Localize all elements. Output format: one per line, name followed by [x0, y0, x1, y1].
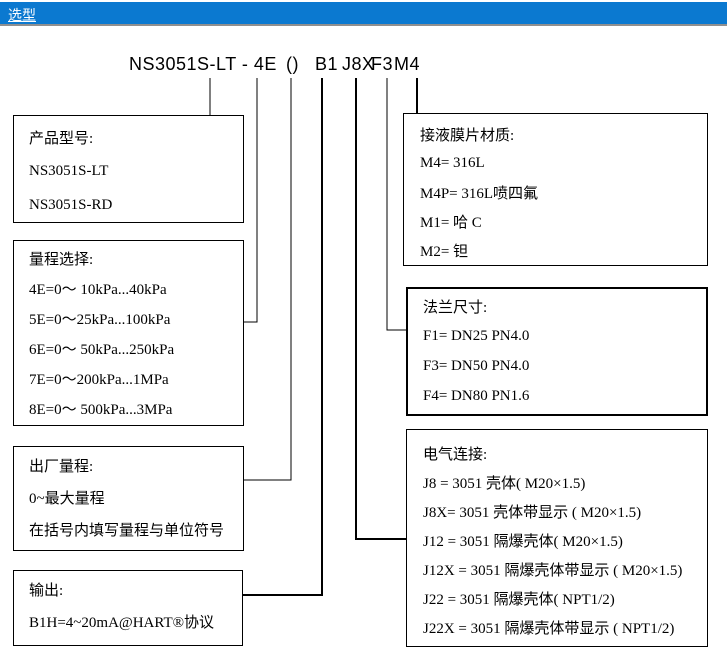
- box-product-model-line: NS3051S-LT: [29, 162, 109, 179]
- box-range-selection-line: 8E=0～ 500kPa...3MPa: [29, 401, 173, 418]
- box-electrical-connection-title: 电气连接:: [423, 447, 488, 463]
- box-product-model: 产品型号: NS3051S-LT NS3051S-RD: [13, 115, 244, 223]
- box-factory-range-line: 在括号内填写量程与单位符号: [29, 522, 225, 539]
- box-diaphragm-material-title: 接液膜片材质:: [420, 128, 515, 144]
- box-range-selection-line: 6E=0～ 50kPa...250kPa: [29, 341, 175, 358]
- box-diaphragm-material-line: M1= 哈 C: [420, 215, 482, 231]
- box-flange-size-title: 法兰尺寸:: [423, 299, 488, 316]
- box-range-selection: 量程选择: 4E=0～ 10kPa...40kPa 5E=0～25kPa...1…: [13, 240, 244, 426]
- box-product-model-line: NS3051S-RD: [29, 196, 113, 213]
- box-range-selection-line: 5E=0～25kPa...100kPa: [29, 311, 171, 328]
- box-electrical-connection-line: J12X = 3051 隔爆壳体带显示 ( M20×1.5): [423, 563, 683, 579]
- box-electrical-connection-line: J8X= 3051 壳体带显示 ( M20×1.5): [423, 505, 642, 521]
- box-range-selection-line: 7E=0～200kPa...1MPa: [29, 371, 169, 388]
- box-diaphragm-material: 接液膜片材质: M4= 316L M4P= 316L喷四氟 M1= 哈 C M2…: [403, 113, 708, 266]
- box-diaphragm-material-line: M2= 钽: [420, 244, 469, 260]
- section-title[interactable]: 选型: [8, 7, 36, 23]
- box-electrical-connection-line: J22 = 3051 隔爆壳体( NPT1/2): [423, 592, 615, 608]
- box-factory-range-line: 0~最大量程: [29, 490, 105, 507]
- box-factory-range-title: 出厂量程:: [29, 458, 94, 475]
- header-bar: 选型: [0, 2, 727, 26]
- model-code-flange: F3: [371, 54, 394, 74]
- model-code-base: NS3051S-LT - 4E: [129, 54, 277, 74]
- model-code-bracket: (): [286, 54, 299, 74]
- box-diaphragm-material-line: M4= 316L: [420, 155, 485, 171]
- box-range-selection-title: 量程选择:: [29, 251, 94, 268]
- leader-output: [243, 78, 323, 596]
- box-output-line: B1H=4~20mA@HART®协议: [29, 614, 215, 631]
- box-product-model-title: 产品型号:: [29, 130, 94, 147]
- box-diaphragm-material-line: M4P= 316L喷四氟: [420, 186, 539, 202]
- box-electrical-connection-line: J12 = 3051 隔爆壳体( M20×1.5): [423, 534, 623, 550]
- box-factory-range: 出厂量程: 0~最大量程 在括号内填写量程与单位符号: [13, 446, 244, 551]
- box-electrical-connection-line: J22X = 3051 隔爆壳体带显示 ( NPT1/2): [423, 621, 675, 637]
- box-flange-size: 法兰尺寸: F1= DN25 PN4.0 F3= DN50 PN4.0 F4= …: [406, 287, 708, 416]
- box-flange-size-line: F4= DN80 PN1.6: [423, 387, 530, 404]
- box-output-title: 输出:: [29, 582, 64, 599]
- box-flange-size-line: F3= DN50 PN4.0: [423, 357, 530, 374]
- leader-factory-range: [244, 78, 292, 481]
- box-output: 输出: B1H=4~20mA@HART®协议: [13, 570, 243, 646]
- leader-range: [244, 78, 258, 323]
- box-electrical-connection: 电气连接: J8 = 3051 壳体( M20×1.5) J8X= 3051 壳…: [406, 429, 708, 647]
- model-code-diaphragm: M4: [394, 54, 421, 74]
- box-electrical-connection-line: J8 = 3051 壳体( M20×1.5): [423, 476, 586, 492]
- model-code-electrical: J8X: [342, 54, 375, 74]
- model-code-output: B1: [315, 54, 339, 74]
- box-flange-size-line: F1= DN25 PN4.0: [423, 327, 530, 344]
- box-range-selection-line: 4E=0～ 10kPa...40kPa: [29, 281, 167, 298]
- leader-electrical: [355, 78, 406, 540]
